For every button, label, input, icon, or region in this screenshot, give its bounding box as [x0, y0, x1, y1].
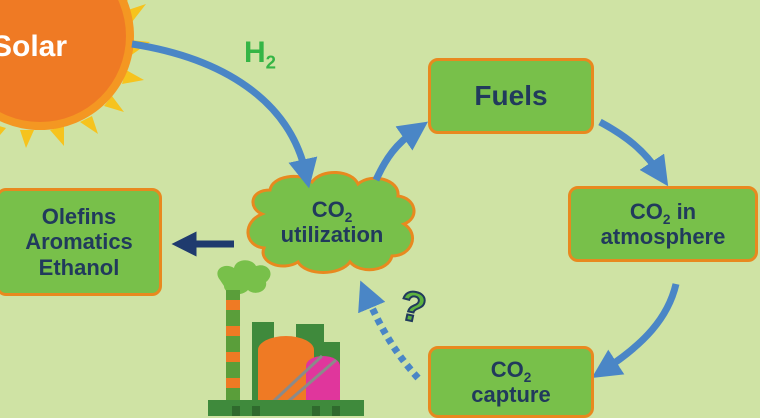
sun-label: Solar	[0, 30, 68, 63]
co2-atmosphere-line1: CO2 in	[629, 198, 697, 227]
h2-main: H	[244, 36, 266, 69]
co2-atmosphere-box: CO2 in atmosphere	[568, 186, 758, 262]
fuels-label: Fuels	[474, 79, 548, 111]
co2-atmosphere-line2: atmosphere	[600, 224, 726, 249]
co2-capture-co: CO	[490, 356, 524, 382]
co2-capture-line2: capture	[471, 382, 551, 407]
h2-label: H2	[244, 36, 277, 73]
arrow-cloud-to-fuels	[372, 121, 429, 182]
arrow-fuels-to-atmosphere	[598, 118, 669, 187]
products-box: Olefins Aromatics Ethanol	[0, 188, 162, 296]
co2-atmosphere-co: CO	[629, 198, 663, 224]
co2-utilization-line1: CO2	[248, 197, 416, 225]
arrow-atmosphere-to-capture	[591, 283, 680, 379]
co2-atmosphere-subscript: 2	[662, 211, 671, 227]
arrow-sun-to-cloud	[131, 40, 318, 189]
sun-icon	[0, 0, 150, 148]
co2-atmosphere-in: in	[670, 198, 697, 224]
factory-icon	[208, 260, 364, 416]
co2-utilization-label: CO2 utilization	[248, 197, 416, 247]
product-olefins: Olefins	[41, 204, 117, 230]
product-ethanol: Ethanol	[38, 254, 120, 280]
co2-capture-line1: CO2	[490, 356, 532, 385]
h2-subscript: 2	[265, 51, 277, 73]
co2-utilization-subscript: 2	[344, 209, 353, 225]
product-aromatics: Aromatics	[25, 229, 133, 255]
arrow-capture-to-cloud-dotted	[358, 280, 421, 381]
fuels-box: Fuels	[428, 58, 594, 134]
co2-capture-subscript: 2	[523, 369, 532, 385]
co2-capture-box: CO2 capture	[428, 346, 594, 418]
co2-utilization-line2: utilization	[280, 221, 384, 247]
co2-utilization-co: CO	[311, 197, 345, 222]
